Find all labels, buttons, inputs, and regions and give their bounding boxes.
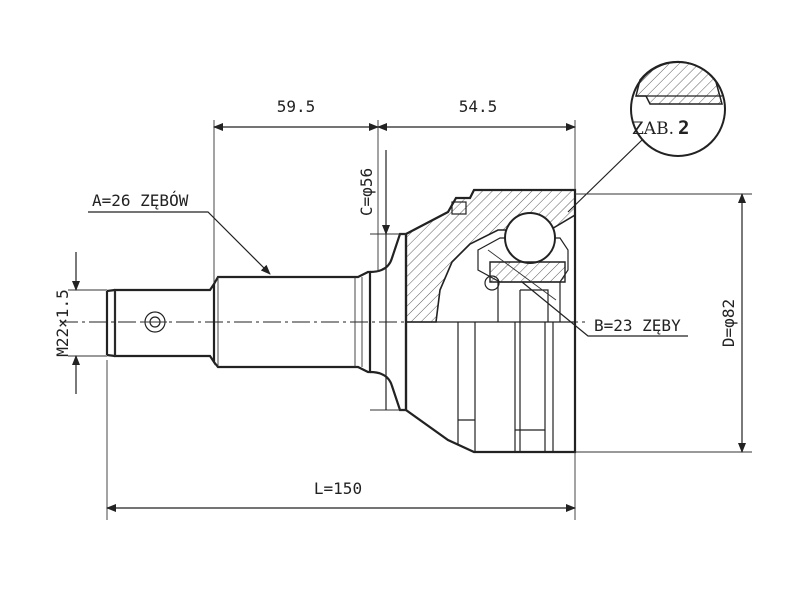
detail-label: ZAB.: [632, 119, 674, 139]
leader-a26: [88, 211, 271, 275]
extension-lines: [68, 120, 752, 520]
dim-a-teeth: A=26 ZĘBÓW: [92, 191, 189, 210]
dim-c56: C=φ56: [357, 168, 376, 216]
dim-d82: D=φ82: [719, 299, 738, 347]
detail-callout: ZAB. 2: [567, 60, 726, 213]
inner-race-and-ball: [477, 212, 569, 322]
ball: [504, 212, 556, 264]
dim-l150: L=150: [314, 479, 362, 498]
dim-59-5: 59.5: [277, 97, 316, 116]
leader-b23: [521, 281, 688, 337]
dim-b-teeth: B=23 ZĘBY: [594, 316, 681, 335]
dim-54-5: 54.5: [459, 97, 498, 116]
detail-leader: [567, 139, 643, 213]
detail-number: 2: [678, 117, 689, 139]
dim-m22: M22×1.5: [53, 289, 72, 356]
housing-section-hatch: [405, 189, 576, 323]
threaded-stub: [105, 280, 216, 366]
